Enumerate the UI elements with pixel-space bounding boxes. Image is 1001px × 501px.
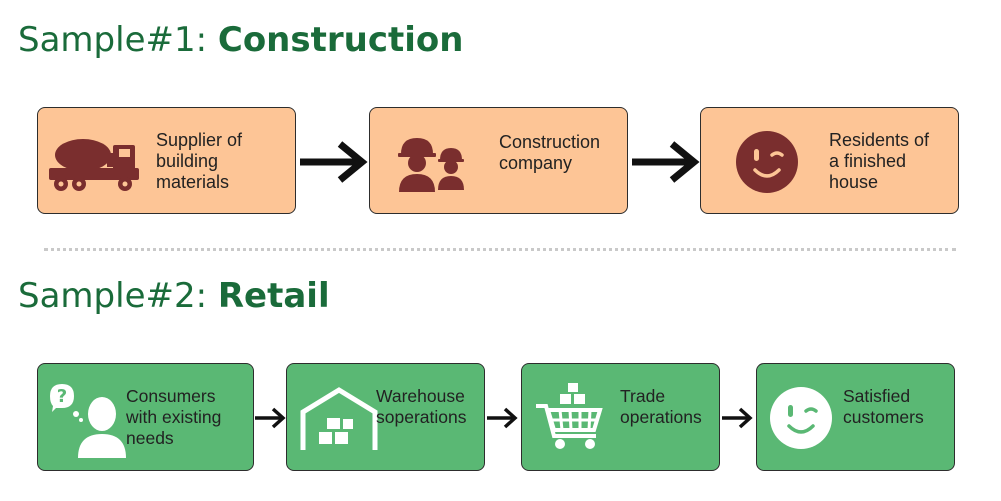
sample2-step-consumers: ? Consumers with existing needs bbox=[37, 363, 254, 471]
concrete-mixer-truck-icon bbox=[49, 139, 139, 191]
warehouse-icon bbox=[300, 387, 378, 450]
sample2-step-label: Warehouse soperations bbox=[376, 386, 467, 427]
sample1-prefix: Sample#1: bbox=[18, 20, 218, 60]
sample2-prefix: Sample#2: bbox=[18, 276, 218, 316]
arrow-right-icon bbox=[632, 141, 700, 183]
sample2-step-warehouse: Warehouse soperations bbox=[286, 363, 485, 471]
svg-text:?: ? bbox=[57, 386, 67, 407]
sample2-step-satisfied: Satisfied customers bbox=[756, 363, 955, 471]
sample1-step-construction: Construction company bbox=[369, 107, 628, 214]
sample1-step-supplier: Supplier of building materials bbox=[37, 107, 296, 214]
winking-smiley-icon bbox=[736, 131, 798, 193]
arrow-right-icon bbox=[255, 407, 286, 429]
sample2-step-label: Consumers with existing needs bbox=[126, 386, 222, 448]
section-divider bbox=[44, 248, 956, 251]
sample1-heading: Sample#1: Construction bbox=[18, 20, 463, 60]
sample2-heading: Sample#2: Retail bbox=[18, 276, 330, 316]
arrow-right-icon bbox=[487, 407, 518, 429]
sample1-title: Construction bbox=[217, 20, 464, 60]
sample2-step-label: Trade operations bbox=[620, 386, 702, 427]
construction-workers-icon bbox=[398, 138, 464, 192]
shopping-cart-icon bbox=[536, 383, 603, 449]
sample2-step-trade: Trade operations bbox=[521, 363, 720, 471]
thinking-person-icon: ? bbox=[50, 384, 126, 458]
sample2-step-label: Satisfied customers bbox=[843, 386, 924, 427]
winking-smiley-icon bbox=[770, 387, 832, 449]
sample2-title: Retail bbox=[217, 276, 330, 316]
sample1-step-label: Supplier of building materials bbox=[156, 130, 243, 192]
sample1-step-label: Construction company bbox=[499, 132, 601, 173]
arrow-right-icon bbox=[300, 141, 368, 183]
arrow-right-icon bbox=[722, 407, 753, 429]
sample1-step-residents: Residents of a finished house bbox=[700, 107, 959, 214]
sample1-step-label: Residents of a finished house bbox=[829, 130, 930, 192]
